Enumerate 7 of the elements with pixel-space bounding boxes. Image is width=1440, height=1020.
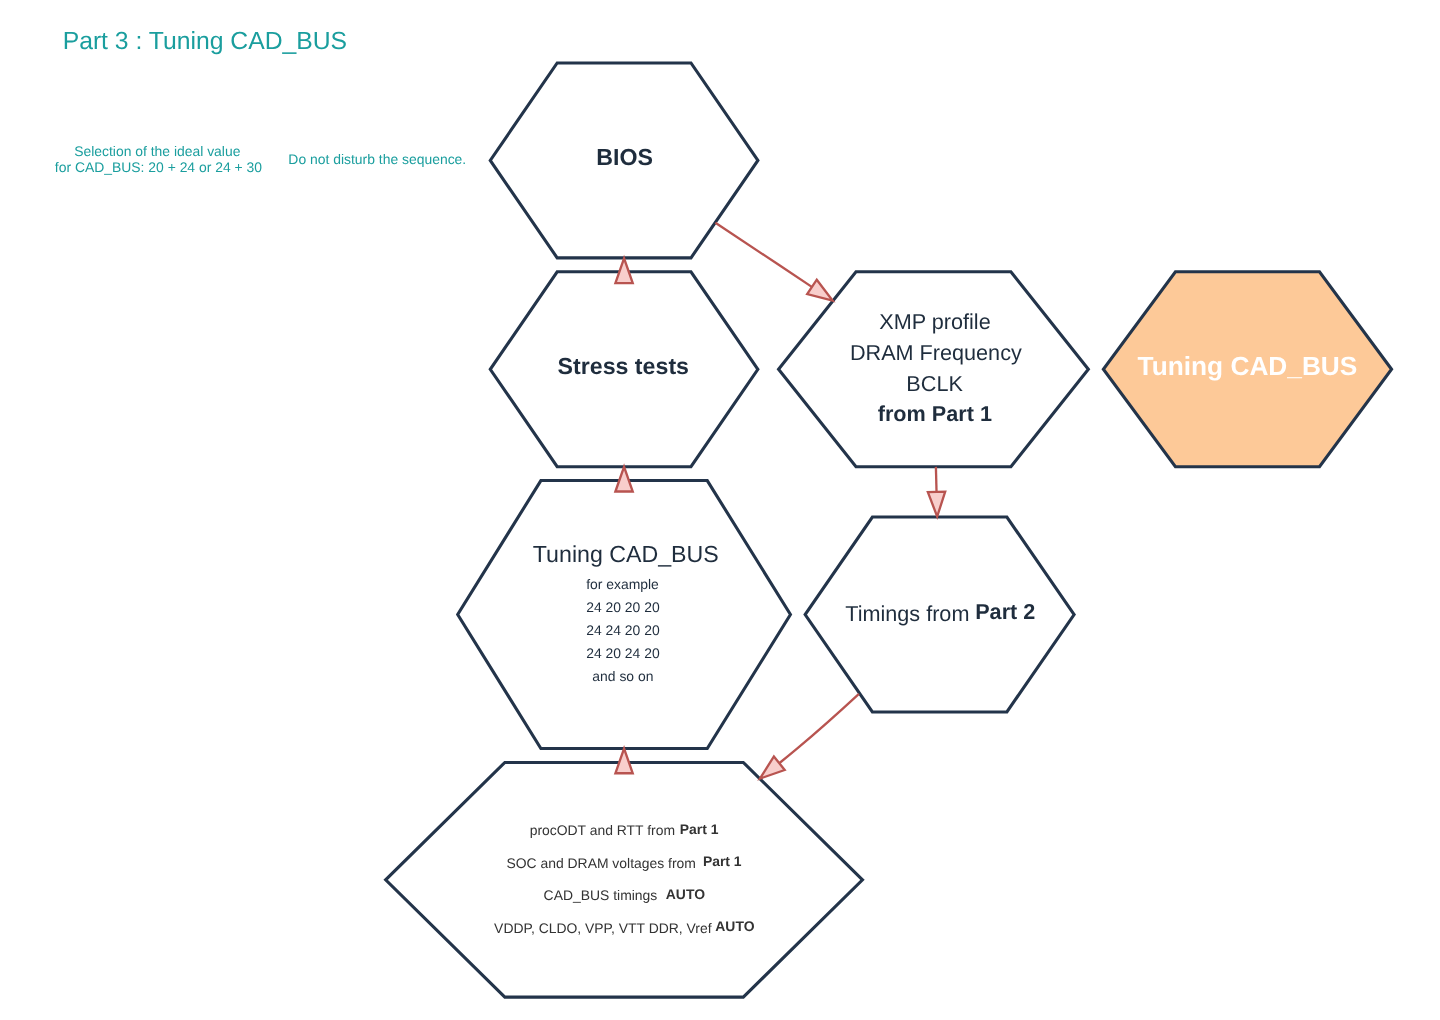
- arrow: [925, 466, 946, 521]
- arrow: [612, 463, 634, 493]
- arrow: [612, 254, 634, 285]
- arrow: [756, 693, 859, 781]
- arrow: [713, 221, 835, 303]
- diagram-title: Part 3 : Tuning CAD_BUS: [61, 26, 347, 55]
- arrow: [612, 745, 634, 775]
